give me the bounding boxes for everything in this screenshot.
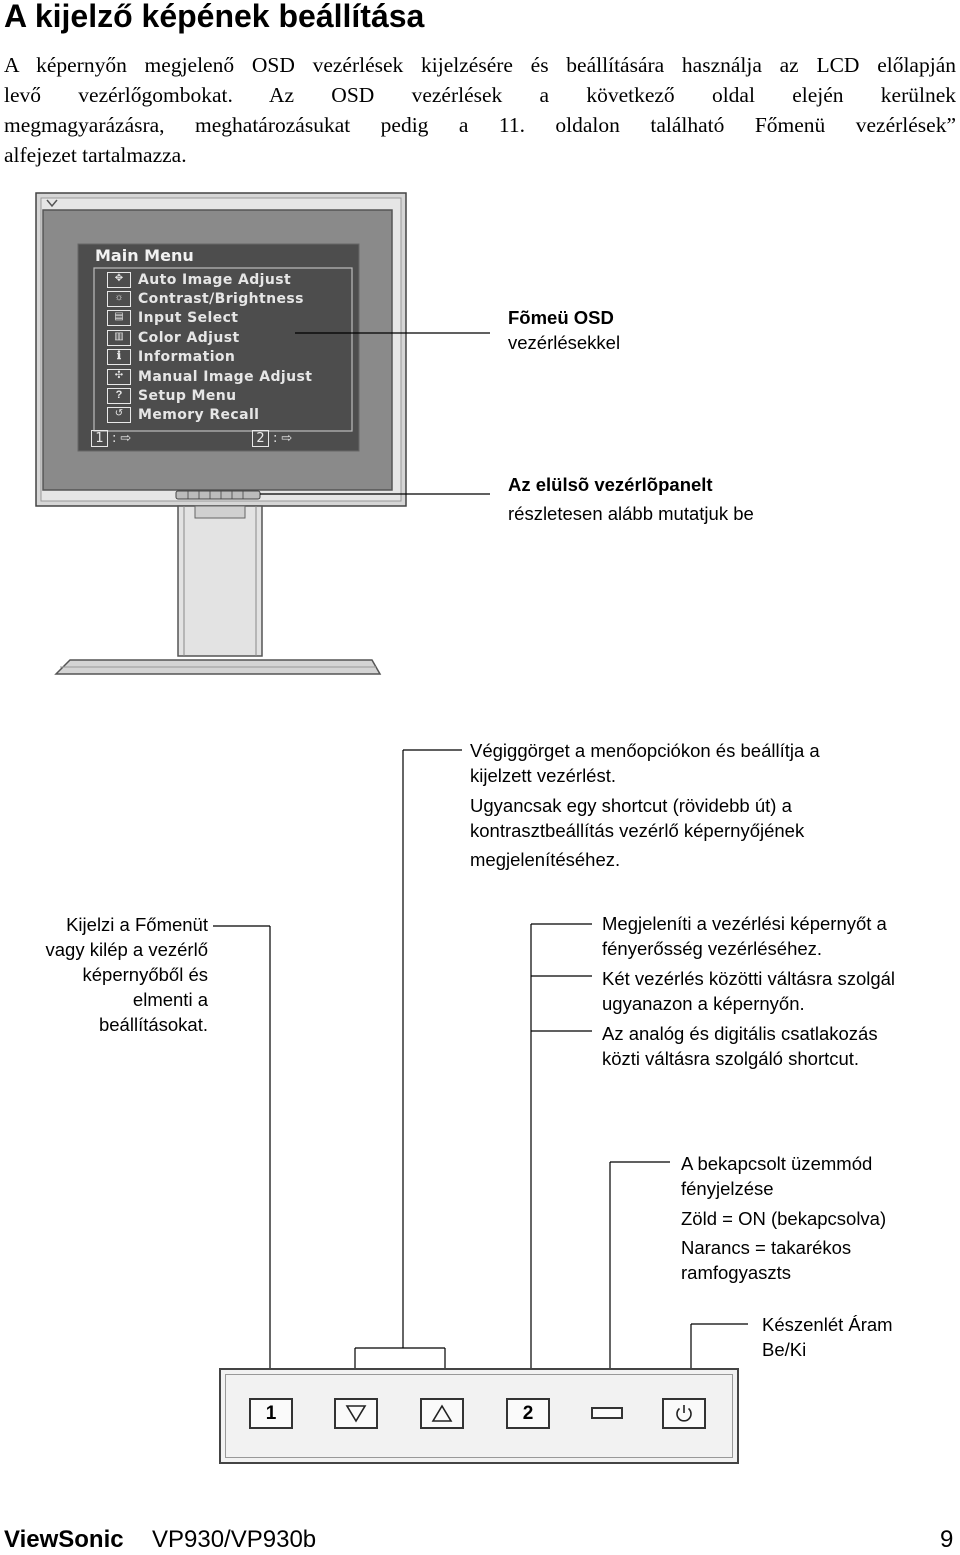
page-number: 9 <box>940 1526 954 1553</box>
osd-menu-item[interactable]: ▥ Color Adjust <box>107 328 347 347</box>
brand-logo-icon <box>46 199 58 208</box>
power-icon <box>676 1405 692 1422</box>
exit-icon: ⇨ <box>281 431 293 446</box>
callout-front-panel: Az elülsõ vezérlõpanelt részletesen aláb… <box>508 474 754 524</box>
key1-badge: 1 <box>91 430 108 447</box>
button-2[interactable]: 2 <box>506 1398 550 1429</box>
button-1[interactable]: 1 <box>249 1398 293 1429</box>
osd-title: Main Menu <box>95 246 194 265</box>
key-separator: : <box>273 431 278 446</box>
button-up[interactable] <box>420 1398 464 1429</box>
osd-menu-list: ✥ Auto Image Adjust ☼ Contrast/Brightnes… <box>107 270 347 425</box>
triangle-up-icon <box>431 1404 453 1422</box>
exit-icon: ⇨ <box>120 431 132 446</box>
recall-icon: ↺ <box>107 407 131 424</box>
callout-power-led: A bekapcsolt üzemmód fényjelzése Zöld = … <box>681 1153 887 1283</box>
callout-power-button: Készenlét Áram Be/Ki <box>762 1314 893 1360</box>
callout-button-2: Megjeleníti a vezérlési képernyőt a fény… <box>602 913 896 1069</box>
move-icon: ✣ <box>107 368 131 385</box>
callout-main-menu: Fõmeü OSD vezérlésekkel <box>508 307 621 353</box>
bezel-button-strip <box>175 490 261 500</box>
input-icon: ▤ <box>107 310 131 327</box>
button-down[interactable] <box>334 1398 378 1429</box>
intro-line: alfejezet tartalmazza. <box>4 143 187 167</box>
osd-menu-item[interactable]: ✣ Manual Image Adjust <box>107 367 347 386</box>
front-panel-leaders <box>213 749 748 1393</box>
key-separator: : <box>112 431 117 446</box>
footer-model: VP930/VP930b <box>152 1526 317 1553</box>
page-title: A kijelző képének beállítása <box>4 0 425 34</box>
osd-footer-key1: 1 : ⇨ <box>91 430 131 447</box>
brightness-icon: ☼ <box>107 291 131 308</box>
key2-badge: 2 <box>252 430 269 447</box>
osd-menu-item[interactable]: ☼ Contrast/Brightness <box>107 289 347 308</box>
intro-line: levő vezérlőgombokat. Az OSD vezérlések … <box>4 83 956 107</box>
monitor-illustration <box>35 192 490 675</box>
color-icon: ▥ <box>107 329 131 346</box>
intro-line: megmagyarázásra, meghatározásukat pedig … <box>4 113 956 137</box>
osd-menu-item[interactable]: ℹ Information <box>107 348 347 367</box>
info-icon: ℹ <box>107 349 131 366</box>
osd-footer-key2: 2 : ⇨ <box>252 430 292 447</box>
triangle-down-icon <box>345 1405 367 1423</box>
osd-menu-item[interactable]: ? Setup Menu <box>107 386 347 405</box>
power-led-indicator <box>591 1407 623 1419</box>
intro-line: A képernyőn megjelenő OSD vezérlések kij… <box>4 53 956 77</box>
callout-button-1: Kijelzi a Főmenüt vagy kilép a vezérlő k… <box>45 914 208 1035</box>
osd-menu-item[interactable]: ▤ Input Select <box>107 309 347 328</box>
power-button[interactable] <box>662 1398 706 1429</box>
osd-menu-item[interactable]: ✥ Auto Image Adjust <box>107 270 347 289</box>
callout-scroll-buttons: Végiggörget a menőopciókon és beállítja … <box>470 740 820 870</box>
auto-adjust-icon: ✥ <box>107 271 131 288</box>
question-icon: ? <box>107 388 131 405</box>
front-control-panel <box>219 1368 739 1464</box>
osd-menu-item[interactable]: ↺ Memory Recall <box>107 406 347 425</box>
intro-paragraph: A képernyőn megjelenő OSD vezérlések kij… <box>4 50 956 170</box>
footer-brand: ViewSonic <box>4 1526 124 1553</box>
